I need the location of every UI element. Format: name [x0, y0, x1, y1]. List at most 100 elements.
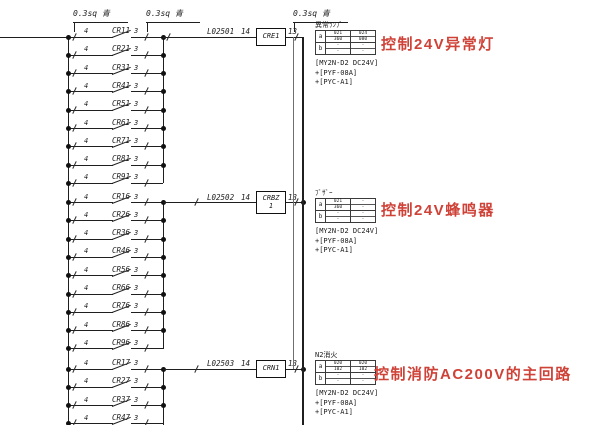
junction-dot [160, 89, 166, 95]
table-row-header: b [315, 372, 326, 385]
wire-spec-label: 0.3sq 青 [73, 9, 110, 18]
terminal-number: 4 [84, 338, 89, 347]
junction-dot [65, 107, 71, 113]
rung-wire [68, 91, 113, 93]
terminal-number: 4 [84, 377, 89, 386]
rung-wire [68, 182, 113, 184]
junction-dot [65, 144, 71, 150]
rung-wire [131, 423, 163, 425]
relay-label: CRN1 [262, 364, 280, 373]
rung-wire [68, 386, 113, 388]
contact-label: CR47 [111, 412, 131, 422]
rung-wire [68, 202, 113, 203]
contact-label: CR16 [111, 191, 131, 201]
junction-dot [160, 52, 166, 58]
contact-label: CR21 [111, 44, 131, 54]
line-number-label: L02502 [207, 192, 235, 202]
output-wire [163, 202, 303, 203]
rung-wire [131, 128, 163, 129]
wire-spec-label: 0.3sq 青 [293, 9, 330, 18]
rung-wire [131, 405, 163, 407]
junction-dot [65, 421, 71, 425]
terminal-number: 3 [134, 81, 139, 90]
terminal-number: 4 [84, 413, 89, 422]
terminal-number: 4 [84, 302, 89, 311]
relay-spec-text: [MY2N-D2 DC24V] +[PYF-08A] +[PYC-A1] [315, 389, 379, 416]
junction-dot [65, 218, 71, 224]
terminal-number: 4 [84, 265, 89, 274]
terminal-number: 4 [84, 395, 89, 404]
junction-dot [160, 236, 166, 242]
junction-dot [65, 126, 71, 131]
terminal-number: 3 [134, 413, 139, 422]
terminal-number: 3 [134, 320, 139, 329]
junction-dot [65, 180, 71, 186]
junction-dot [65, 291, 71, 297]
terminal-number: 3 [134, 395, 139, 404]
rung-wire [68, 54, 113, 56]
contact-label: CR86 [111, 319, 131, 329]
output-wire [163, 368, 303, 370]
rung-wire [68, 220, 113, 222]
rung-wire [131, 348, 163, 350]
terminal-number: 4 [84, 100, 89, 109]
terminal-number: 4 [84, 173, 89, 182]
terminal-number: 3 [134, 136, 139, 145]
junction-dot [160, 384, 166, 390]
terminal-cell: -- [350, 372, 376, 385]
junction-dot [160, 126, 166, 131]
table-row-header: b [315, 210, 326, 223]
annotation-buzzer: 控制24V蜂鸣器 [381, 202, 495, 219]
output-wire [163, 36, 303, 38]
line-number-label: L02503 [207, 359, 235, 368]
relay-label-line2: 1 [268, 201, 274, 210]
terminal-number: 4 [84, 118, 89, 127]
junction-dot [65, 346, 71, 352]
rung-wire [68, 330, 113, 332]
rung-wire [68, 348, 113, 350]
junction-dot [65, 366, 71, 372]
junction-dot [160, 218, 166, 224]
terminal-number: 3 [134, 118, 139, 127]
junction-dot [65, 328, 71, 334]
junction-dot [160, 291, 166, 297]
terminal-number: 4 [84, 155, 89, 164]
junction-dot [160, 71, 166, 77]
junction-dot [160, 254, 166, 260]
terminal-number: 3 [134, 100, 139, 109]
parallel-wire [292, 37, 294, 369]
rung-wire [68, 36, 113, 38]
pin-label: 13 [288, 27, 298, 36]
terminal-number: 3 [134, 338, 139, 347]
contact-label: CR81 [111, 154, 131, 164]
terminal-number: 4 [84, 136, 89, 145]
table-row-header: a [315, 360, 326, 373]
spec-underline [146, 21, 200, 23]
terminal-number: 3 [134, 359, 139, 367]
junction-dot [65, 236, 71, 242]
junction-dot [160, 144, 166, 150]
wire-spec-label: 0.3sq 青 [146, 9, 183, 18]
device-title: ﾌﾞｻﾞｰ [315, 189, 333, 197]
terminal-number: 3 [134, 302, 139, 311]
junction-dot [65, 273, 71, 279]
terminal-cell: -- [325, 372, 351, 385]
rung-wire [68, 73, 113, 75]
contact-label: CR61 [111, 117, 131, 127]
contact-label: CR51 [111, 99, 131, 109]
annotation-abnormal-lamp: 控制24V异常灯 [381, 36, 495, 53]
rung-wire [131, 256, 163, 258]
junction-dot [160, 107, 166, 113]
rung-wire [131, 146, 163, 148]
rung-wire [131, 275, 163, 277]
terminal-number: 4 [84, 27, 89, 35]
junction-dot [65, 162, 71, 168]
junction-dot [160, 162, 166, 168]
terminal-cell: -- [350, 210, 376, 223]
rung-wire [131, 54, 163, 56]
